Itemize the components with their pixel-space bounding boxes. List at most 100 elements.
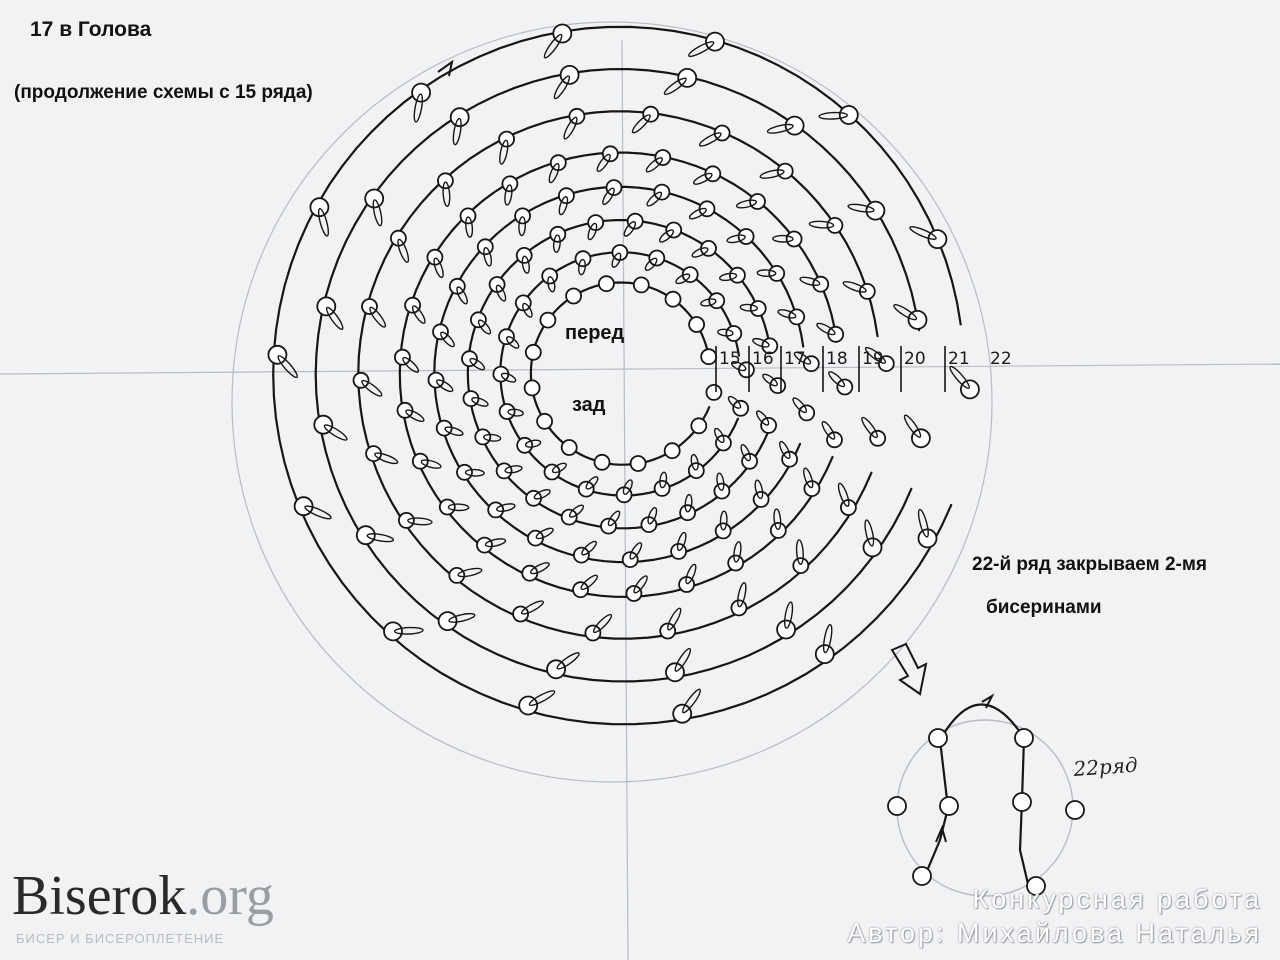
thread-loop [411, 305, 426, 324]
thread-loop [553, 75, 571, 100]
bead [752, 490, 770, 508]
thread-loop [756, 269, 777, 278]
bead [427, 371, 445, 389]
bead [514, 207, 531, 225]
bead [626, 212, 644, 230]
thread-loop [361, 379, 383, 397]
bead [313, 414, 334, 435]
bead [495, 462, 513, 480]
thread-loop [413, 93, 424, 123]
row-ring-22 [272, 25, 962, 726]
thread-loop [837, 482, 850, 507]
pattern-rows [272, 25, 962, 726]
bead [361, 298, 378, 315]
bead [568, 107, 586, 125]
thread-loop [726, 234, 746, 244]
detail-bead [1065, 800, 1085, 820]
brand-tagline: БИСЕР И БИСЕРОПЛЕТЕНИЕ [16, 931, 225, 946]
bead [654, 149, 672, 166]
thread-loop [777, 309, 797, 319]
bead [600, 517, 617, 535]
thread-loop [607, 510, 621, 527]
bead [672, 703, 693, 724]
thread-loop [759, 169, 785, 179]
thread-loop [435, 379, 454, 393]
row-number-16: 16 [752, 349, 774, 369]
row-number-15: 15 [719, 349, 741, 369]
detail-bead [887, 796, 907, 816]
thread-loop [506, 336, 520, 349]
bead [725, 325, 743, 342]
thread-loop [484, 538, 507, 548]
thread-loop [799, 276, 821, 287]
thread-loop [808, 220, 835, 229]
thread-loop [778, 440, 791, 460]
thread-loop [861, 416, 879, 439]
thread-loop [611, 252, 622, 268]
thread-loop [795, 539, 804, 565]
thread-loop [719, 510, 728, 531]
thread-loop [556, 652, 580, 670]
bead [605, 179, 623, 197]
thread-loop [793, 351, 812, 365]
thread-loop [773, 508, 782, 531]
thread-loop [739, 303, 758, 312]
bead [432, 323, 449, 341]
thread-loop [563, 116, 578, 140]
thread-loop [816, 322, 836, 336]
thread-loop [685, 563, 697, 585]
bead [474, 428, 492, 446]
bead [798, 404, 816, 422]
thread-loop [547, 276, 556, 293]
brand-name: Biserok [12, 865, 187, 927]
closing-note-line2: бисеринами [986, 597, 1102, 618]
detail-arrowhead-lower [935, 825, 947, 843]
bead [727, 554, 745, 572]
bead [397, 512, 415, 529]
thread-loop [543, 33, 563, 59]
thread-loop [821, 420, 836, 440]
detail-bead [939, 796, 959, 816]
thread-loop [917, 508, 929, 538]
bead [498, 403, 516, 420]
bead [536, 412, 553, 430]
thread-loop [784, 601, 794, 629]
thread-loop [691, 247, 709, 258]
thread-loop [304, 505, 332, 520]
bead [456, 463, 473, 481]
bead [749, 193, 766, 210]
bead [869, 429, 887, 447]
bead [498, 130, 516, 148]
bead [559, 65, 580, 85]
bead [498, 328, 515, 346]
thread-loop [447, 503, 470, 512]
row-ring-15 [529, 281, 711, 466]
bead [601, 145, 619, 163]
thread-loop [592, 613, 613, 634]
thread-loop [518, 216, 527, 237]
thread-loop [792, 397, 808, 414]
bead [653, 479, 671, 497]
bead [560, 439, 578, 456]
row22-detail-diagram: 22ряд [887, 642, 1138, 897]
thread-loop [802, 467, 814, 489]
bead [572, 581, 589, 599]
bead [393, 348, 411, 366]
thread-loop [548, 162, 560, 184]
bead [449, 107, 470, 128]
bead [411, 82, 432, 103]
bead [355, 525, 376, 546]
bead [565, 287, 582, 305]
thread-loop [372, 199, 383, 227]
bead [383, 621, 403, 642]
credit-contest: Конкурсная работа [972, 884, 1262, 914]
thread-loop [558, 195, 569, 216]
thread-loop [713, 427, 725, 444]
thread-loop [477, 319, 492, 335]
thread-loop [504, 184, 513, 206]
thread-loop [457, 567, 483, 578]
bead [730, 599, 748, 617]
bead [487, 501, 505, 519]
detail-bead [912, 866, 932, 886]
